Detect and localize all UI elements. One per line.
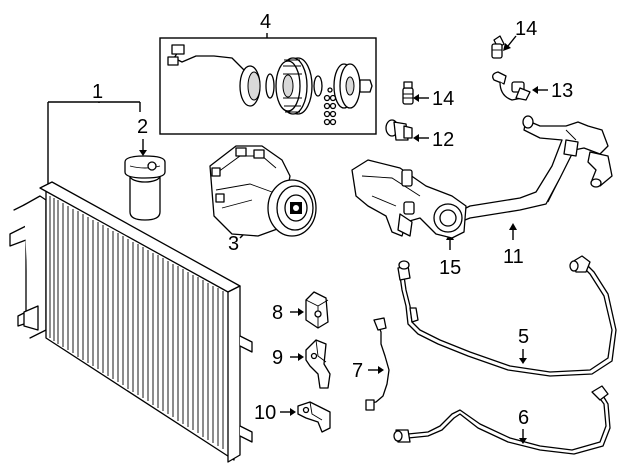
condenser <box>9 181 253 463</box>
callout-13: 13 <box>551 80 573 102</box>
ac-hose-5 <box>397 255 617 377</box>
callout-10: 10 <box>254 402 276 424</box>
callout-5: 5 <box>518 326 529 348</box>
callout-8: 8 <box>272 302 283 324</box>
hose-manifold <box>351 159 467 239</box>
ac-hose-6 <box>393 385 611 455</box>
suction-hose <box>453 115 613 223</box>
callout-2: 2 <box>137 116 148 138</box>
bracket-8 <box>305 291 329 329</box>
pressure-switch-top <box>491 35 505 59</box>
clutch-kit <box>167 44 373 126</box>
callout-14-top: 14 <box>515 18 537 40</box>
bracket-9 <box>305 339 331 389</box>
callout-12: 12 <box>432 129 454 151</box>
callout-6: 6 <box>518 407 529 429</box>
callout-1: 1 <box>92 81 103 103</box>
receiver-drier <box>124 155 166 221</box>
compressor <box>209 145 317 237</box>
service-valve-fitting <box>492 71 531 101</box>
ac-line-7 <box>365 317 393 411</box>
callout-14-mid: 14 <box>432 88 454 110</box>
service-port-cap <box>385 119 413 141</box>
callout-9: 9 <box>272 347 283 369</box>
callout-3: 3 <box>228 233 239 255</box>
callout-7: 7 <box>352 360 363 382</box>
callout-15: 15 <box>439 257 461 279</box>
callout-11: 11 <box>503 246 524 268</box>
bracket-10 <box>297 401 331 433</box>
callout-4: 4 <box>260 11 271 33</box>
pressure-switch-mid <box>402 81 414 105</box>
